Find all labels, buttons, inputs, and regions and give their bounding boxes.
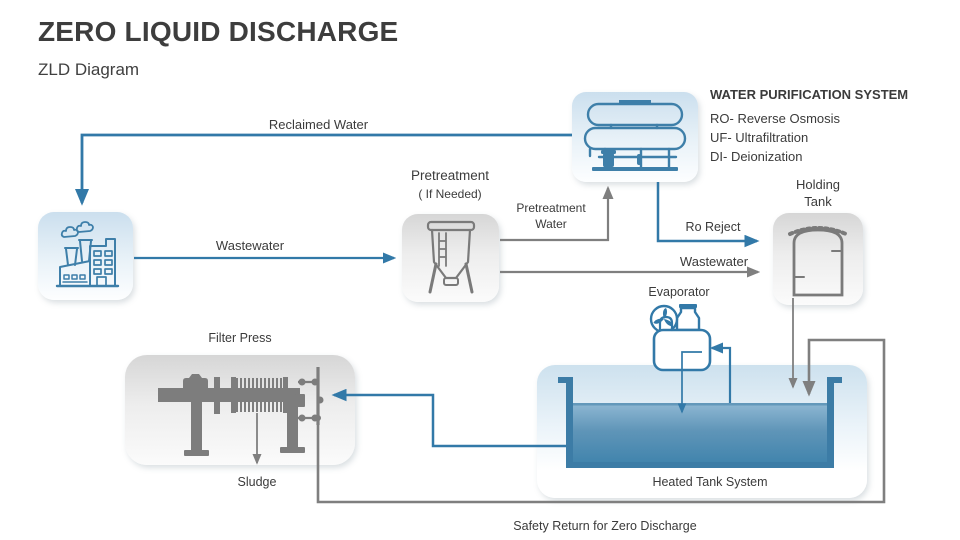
factory-node [38, 212, 133, 300]
storage-tank-icon [788, 226, 848, 297]
filter-press-icon [158, 367, 324, 456]
factory-icon [55, 221, 119, 288]
tank-to-filter-press-line [331, 388, 566, 448]
pretreatment-water-label: Pretreatment Water [516, 201, 586, 231]
hopper-tank-icon [426, 220, 475, 294]
filter-press-node [125, 355, 355, 465]
page-title: ZERO LIQUID DISCHARGE [38, 16, 399, 47]
sludge-label: Sludge [237, 475, 277, 489]
holding-tank-label: Holding Tank [795, 177, 841, 209]
purification-line-uf: UF- Ultrafiltration [710, 130, 809, 145]
wastewater-to-holding-label: Wastewater [679, 254, 749, 269]
wastewater-to-pretreatment-label: Wastewater [215, 238, 285, 253]
reclaimed-water-label: Reclaimed Water [268, 117, 369, 132]
purification-line-ro: RO- Reverse Osmosis [710, 111, 841, 126]
evaporator-label: Evaporator [648, 285, 710, 299]
pretreatment-note: ( If Needed) [418, 187, 482, 201]
page-subtitle: ZLD Diagram [38, 60, 140, 79]
purification-line-di: DI- Deionization [710, 149, 803, 164]
purification-node [572, 92, 698, 182]
pretreatment-label: Pretreatment [410, 168, 490, 183]
purifier-machine-icon [583, 100, 687, 171]
purification-heading: WATER PURIFICATION SYSTEM [710, 87, 909, 102]
holding-tank-node [773, 213, 863, 305]
heated-tank-label: Heated Tank System [652, 475, 768, 489]
pretreatment-node [402, 214, 499, 302]
ro-reject-label: Ro Reject [685, 220, 741, 234]
evaporator-icon [649, 304, 712, 372]
evaporator-node [645, 299, 717, 382]
filter-press-label: Filter Press [208, 331, 272, 345]
safety-return-label: Safety Return for Zero Discharge [513, 519, 697, 533]
